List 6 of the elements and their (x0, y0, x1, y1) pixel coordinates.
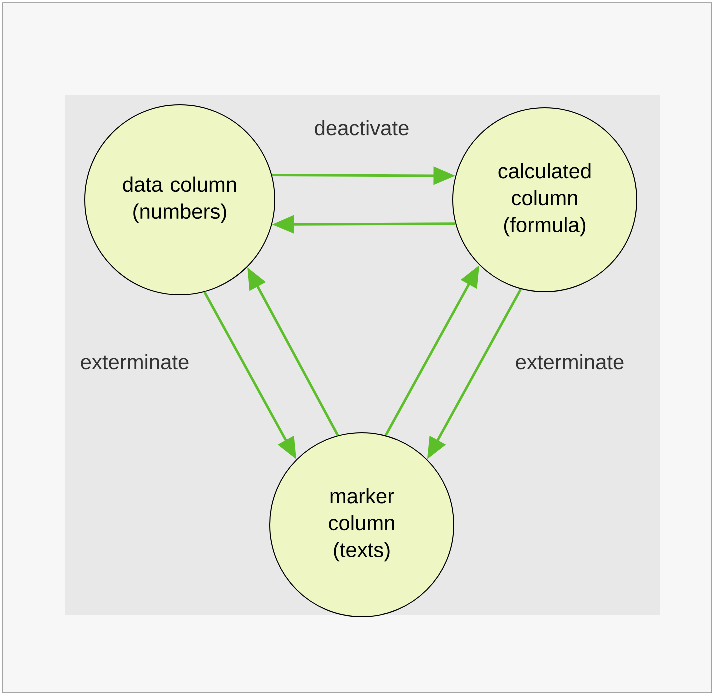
circle-node: data column (numbers) (84, 104, 276, 296)
edge-label: exterminate (516, 354, 624, 370)
circle-node: marker column (texts) (270, 432, 454, 618)
edge-label: deactivate (315, 120, 409, 136)
circle-node: calculated column (formula) (452, 107, 638, 292)
edge-label: exterminate (81, 354, 189, 370)
